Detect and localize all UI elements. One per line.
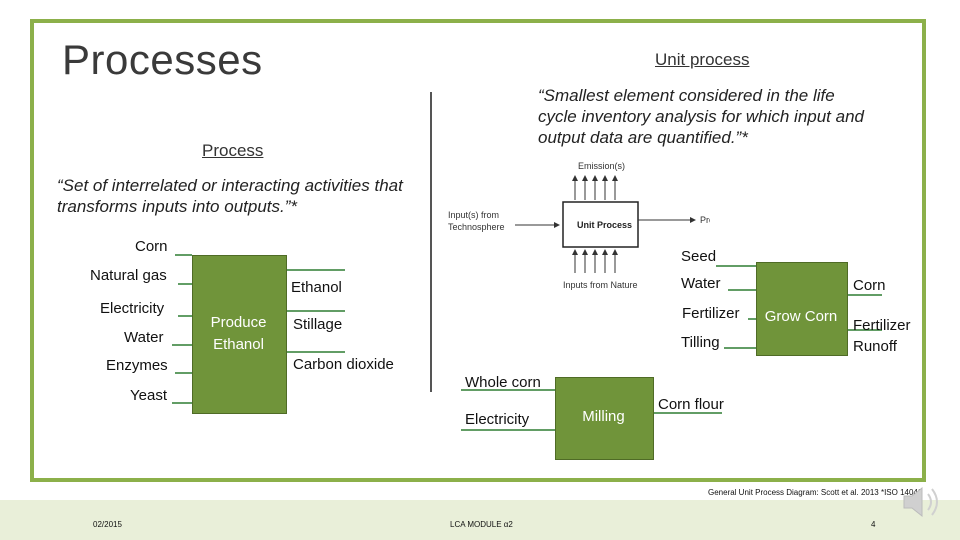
products-label: Product(s) — [700, 215, 710, 225]
ethanol-output-carbon-dioxide: Carbon dioxide — [293, 356, 394, 373]
milling-input-electricity: Electricity — [465, 411, 530, 428]
ethanol-input-yeast: Yeast — [130, 387, 167, 404]
inputs-nature-label: Inputs from Nature — [563, 280, 638, 290]
unit-process-diagram: Emission(s) Input(s) from Technosphere U… — [448, 161, 710, 290]
milling-input-whole-corn: Whole corn — [465, 374, 541, 391]
corn-input-tilling: Tilling — [681, 334, 720, 351]
citation: General Unit Process Diagram: Scott et a… — [708, 488, 923, 497]
slide-title: Processes — [62, 36, 263, 83]
corn-input-fertilizer: Fertilizer — [682, 305, 740, 322]
corn-input-seed: Seed — [681, 248, 717, 265]
unit-process-box-label: Unit Process — [577, 220, 632, 230]
produce-ethanol-box — [192, 255, 287, 414]
corn-input-water: Water — [681, 275, 721, 292]
milling-label: Milling — [582, 408, 625, 425]
footer-module: LCA MODULE α2 — [450, 520, 513, 529]
ethanol-output-stillage: Stillage — [293, 316, 343, 333]
column-divider — [430, 92, 432, 392]
ethanol-input-electricity: Electricity — [100, 300, 165, 317]
produce-ethanol-label-2: Ethanol — [213, 336, 264, 353]
produce-ethanol-label-1: Produce — [210, 314, 267, 331]
corn-output-corn: Corn — [853, 277, 886, 294]
corn-output-runoff: Runoff — [853, 338, 897, 355]
inputs-techno-label-1: Input(s) from — [448, 210, 499, 220]
grow-corn-label: Grow Corn — [764, 308, 838, 325]
footer-date: 02/2015 — [93, 520, 122, 529]
ethanol-input-enzymes: Enzymes — [106, 357, 168, 374]
inputs-techno-label-2: Technosphere — [448, 222, 505, 232]
ethanol-output-ethanol: Ethanol — [291, 279, 342, 296]
footer-band — [0, 500, 960, 540]
unit-process-box — [562, 201, 639, 248]
speaker-icon[interactable] — [900, 480, 950, 525]
milling-box — [555, 377, 654, 460]
emissions-label: Emission(s) — [578, 161, 625, 171]
slide-frame — [30, 19, 926, 482]
ethanol-input-natural-gas: Natural gas — [90, 267, 167, 284]
page-number: 4 — [871, 520, 876, 529]
ethanol-input-water: Water — [124, 329, 164, 346]
unit-process-quote: “Smallest element considered in the life… — [538, 86, 864, 147]
process-quote: “Set of interrelated or interacting acti… — [57, 176, 403, 216]
grow-corn-box — [756, 262, 848, 356]
ethanol-input-corn: Corn — [135, 238, 168, 255]
unit-process-heading: Unit process — [655, 50, 750, 69]
corn-output-fertilizer: Fertilizer — [853, 317, 911, 334]
milling-output-corn-flour: Corn flour — [658, 396, 724, 413]
process-heading: Process — [202, 141, 264, 160]
